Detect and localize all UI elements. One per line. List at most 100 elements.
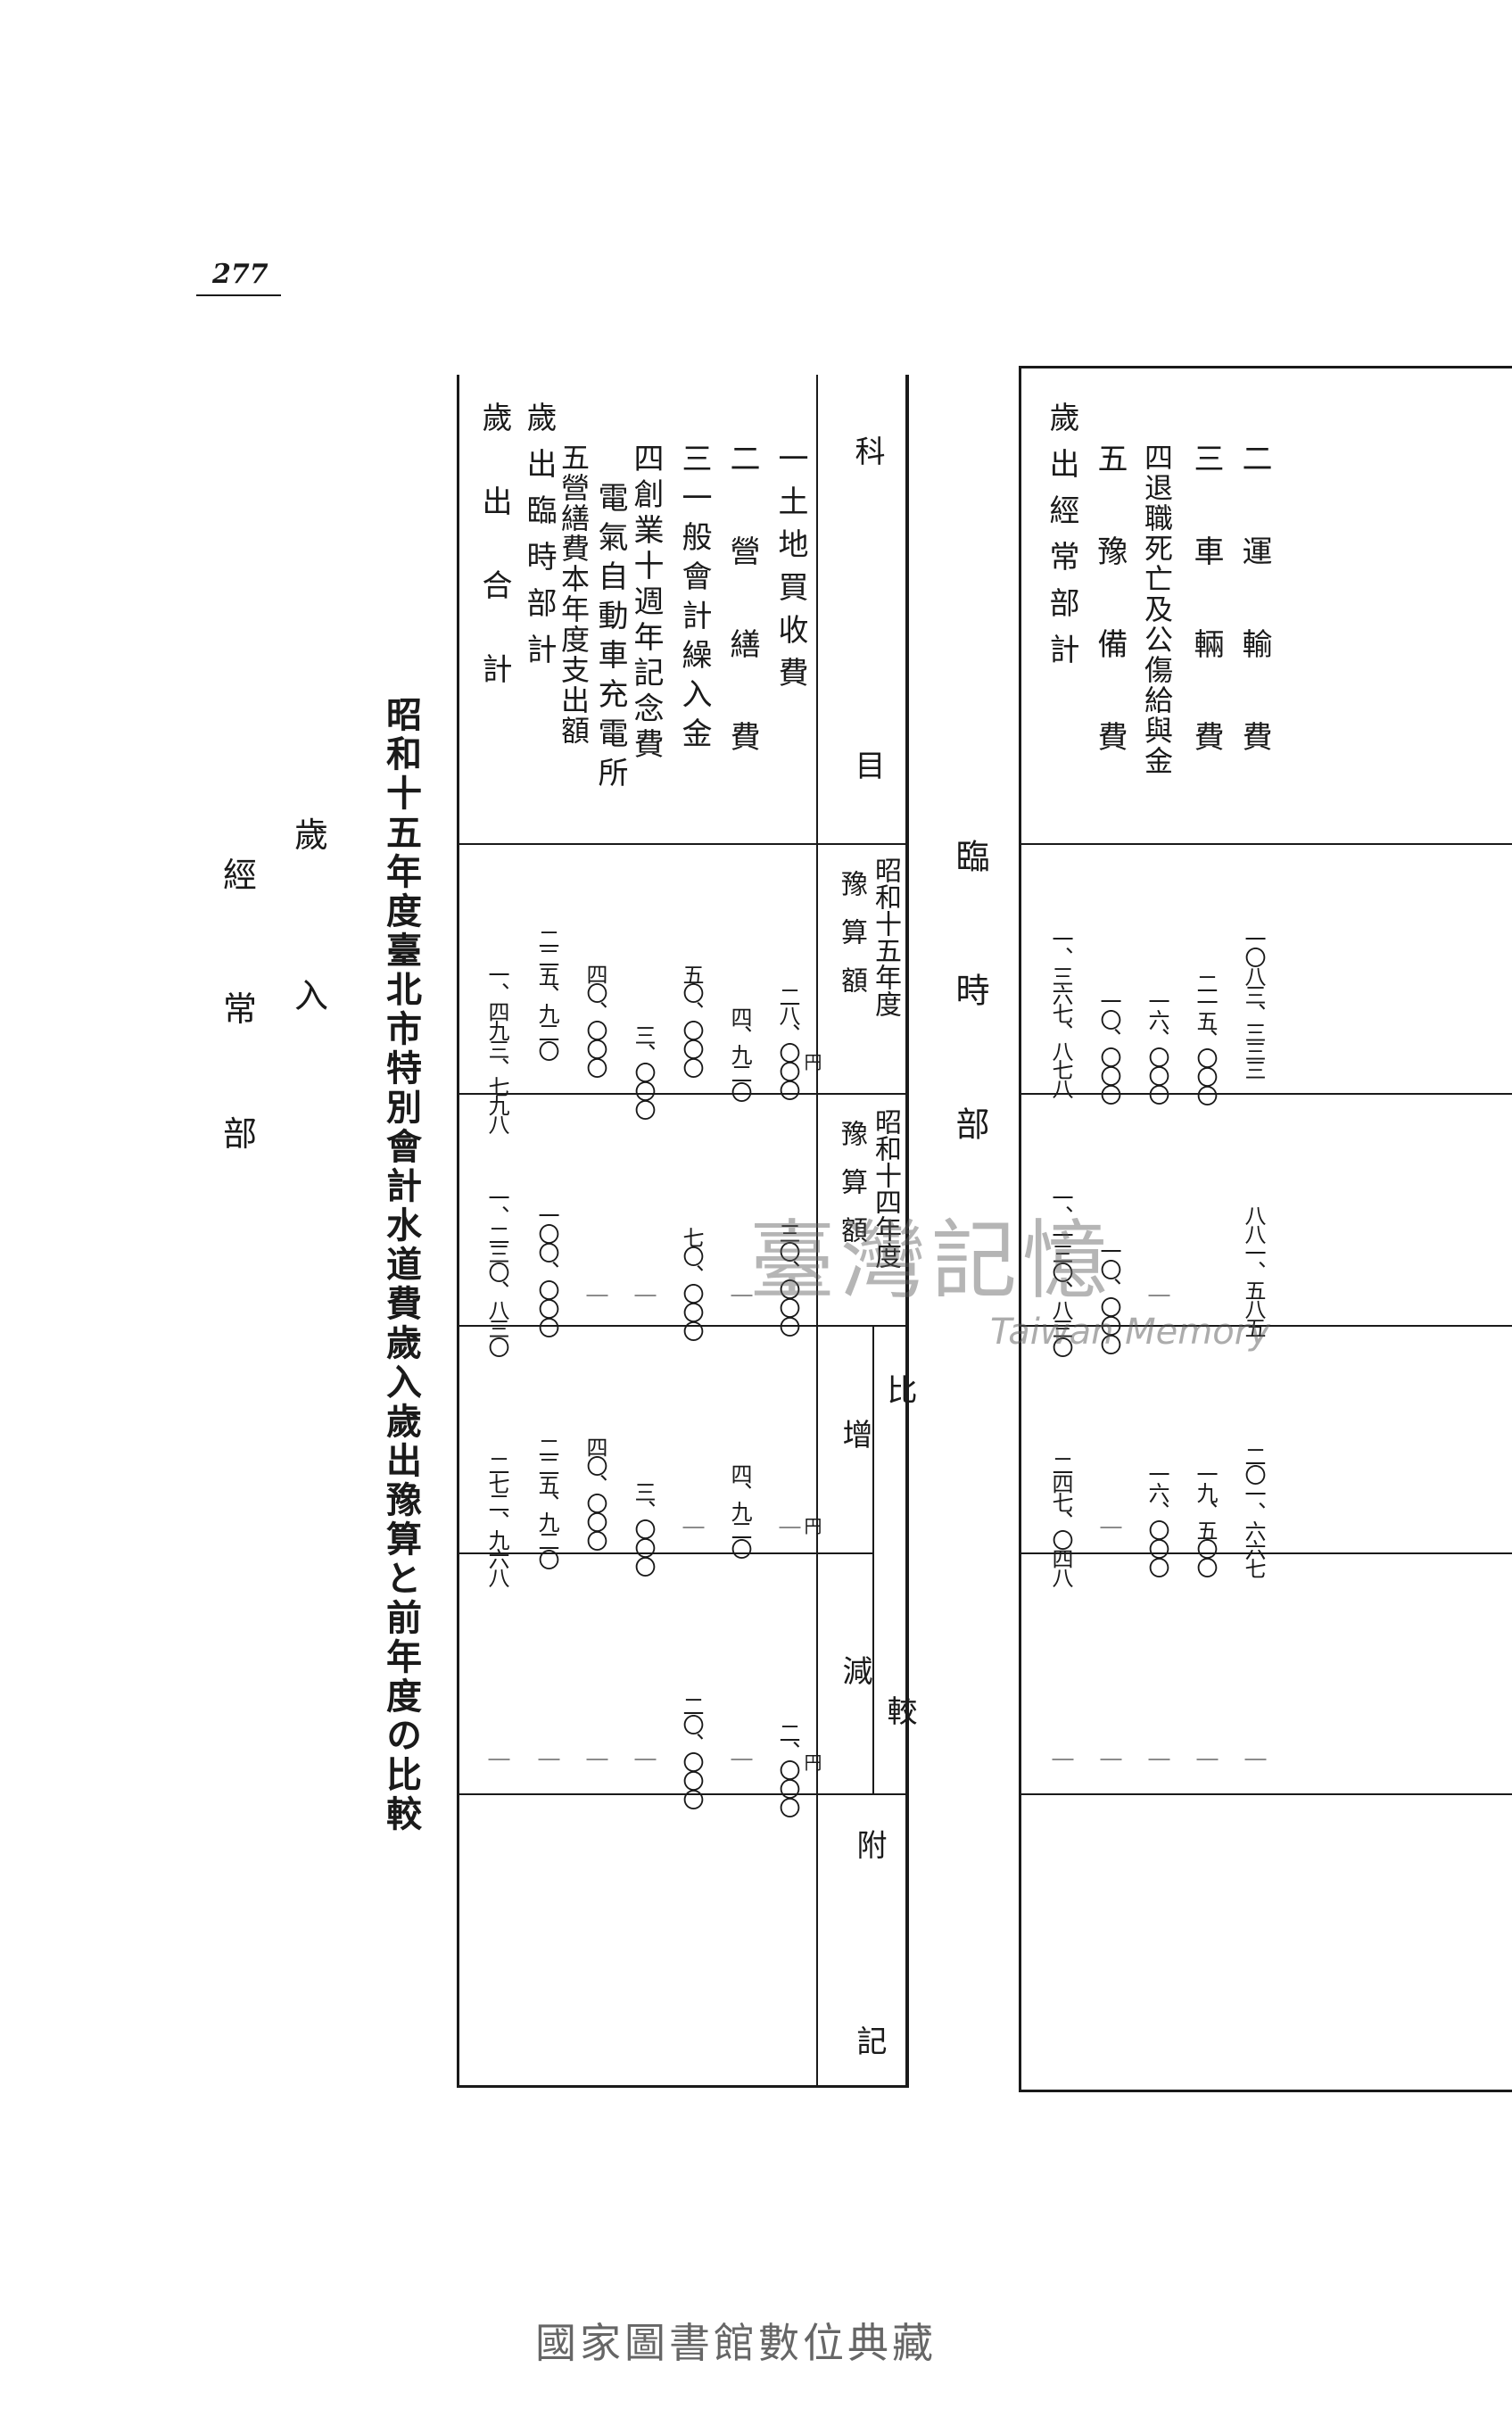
main-table-bottom-border (457, 2085, 909, 2088)
row-decrease: ｜ (582, 1749, 607, 1767)
header-increase: 增 (837, 1419, 872, 1449)
row-label: 五營繕費本年度支出額 (557, 443, 591, 746)
row-increase: ｜ (1096, 1517, 1121, 1536)
row-decrease: ｜ (1241, 1749, 1266, 1767)
row-label: 三一般會計繰入金 (676, 443, 712, 757)
row-label: 二營繕費 (724, 443, 760, 814)
row-decrease: ｜ (727, 1749, 752, 1767)
row-fy14: 八八一、五八五 (1241, 1204, 1266, 1336)
row-label: 三車輛費 (1188, 443, 1224, 814)
row-decrease: ｜ (1048, 1749, 1073, 1767)
row-increase: 二七二、九六八 (484, 1454, 509, 1585)
watermark-logo: 臺灣記憶 (749, 1211, 1113, 1311)
row-decrease: ｜ (631, 1749, 656, 1767)
row-decrease: ｜ (1144, 1749, 1169, 1767)
row-decrease: 二〇、〇〇〇 (679, 1695, 704, 1808)
side-heading-nyu: 入 (294, 976, 329, 1015)
row-label: 四創業十週年記念費 (628, 443, 664, 764)
row-fy15: 五〇、〇〇〇 (679, 964, 704, 1076)
row-increase: 一六、〇〇〇 (1144, 1463, 1169, 1576)
row-increase: 二二五、九二〇 (534, 1436, 559, 1568)
row-decrease: ｜ (1096, 1749, 1121, 1767)
row-fy15: 一六、〇〇〇 (1144, 990, 1169, 1103)
header-fy15-line1: 昭和十五年度 (870, 857, 901, 1017)
row-fy15: 一、四九三、七九八 (484, 964, 509, 1132)
row-label: 二運輸費 (1236, 443, 1272, 814)
row-decrease: 二、〇〇〇 (775, 1722, 800, 1816)
main-table-rule-2 (457, 1093, 907, 1095)
header-fy14-line2: 豫算額 (836, 1120, 867, 1264)
row-fy15: 二一五、〇〇〇 (1193, 973, 1218, 1104)
row-fy14: ｜ (727, 1285, 752, 1304)
row-label: 一土地買收費 (773, 443, 808, 700)
rinji-heading-3: 部 (950, 1106, 989, 1140)
rinji-heading-1: 臨 (950, 839, 989, 873)
row-fy15: 一、三六七、八七八 (1048, 928, 1073, 1097)
main-table-rule-4 (457, 1552, 818, 1554)
row-label: 五豫備費 (1092, 443, 1128, 814)
row-increase: 三、〇〇〇 (631, 1481, 656, 1575)
row-fy14: ｜ (582, 1285, 607, 1304)
comparison-sub-rule (816, 1552, 872, 1554)
row-fy14: 一、二三〇、八三〇 (484, 1187, 509, 1355)
header-kamoku: 科 (849, 435, 885, 466)
row-label-continuation: 電氣自動車充電所 (592, 482, 628, 796)
rinji-heading-2: 時 (950, 973, 989, 1006)
row-label-subtotal: 歲出經常部計 (1044, 402, 1079, 680)
row-label: 四退職死亡及公傷給與金 (1140, 443, 1174, 776)
main-table-left-border (457, 375, 459, 2088)
row-fy14: 一〇〇、〇〇〇 (534, 1204, 559, 1336)
continuation-table-rule-5 (1019, 1793, 1512, 1795)
row-increase: ｜ (775, 1517, 800, 1536)
continuation-table-bottom-border (1019, 2090, 1512, 2092)
continuation-table-rule-2 (1019, 1093, 1512, 1095)
row-increase: 四、九二〇 (727, 1463, 752, 1557)
row-label-total: 歲出合計 (476, 402, 512, 737)
row-increase: 二四七、〇四八 (1048, 1454, 1073, 1585)
continuation-table-rule-1 (1019, 843, 1512, 845)
watermark-english: Taiwan Memory (990, 1312, 1270, 1353)
row-label-subtotal: 歲出臨時部計 (521, 402, 557, 680)
header-fy15-line2: 豫算額 (836, 870, 867, 1014)
continuation-table-left-border (1019, 366, 1021, 2092)
row-fy15: 四〇、〇〇〇 (582, 964, 607, 1076)
comparison-header-divider (872, 1325, 874, 1793)
continuation-table-rule-4 (1019, 1552, 1512, 1554)
row-decrease: ｜ (484, 1749, 509, 1767)
document-title: 昭和十五年度臺北市特別會計水道費歲入歲出豫算と前年度の比較 (380, 696, 422, 1834)
unit-yen: 円 (801, 1053, 822, 1071)
row-fy14: ｜ (1144, 1285, 1169, 1304)
main-table-rule-5 (457, 1793, 907, 1795)
main-table-rule-1 (457, 843, 907, 845)
page-number-rule (196, 294, 281, 296)
unit-yen: 円 (801, 1517, 822, 1535)
side-heading-kei: 經 (223, 856, 258, 895)
unit-yen: 円 (801, 1753, 822, 1771)
header-kaku: 較 (881, 1695, 917, 1726)
row-decrease: ｜ (534, 1749, 559, 1767)
row-fy15: 一〇、〇〇〇 (1096, 990, 1121, 1103)
main-table-rule-3 (457, 1325, 907, 1327)
row-increase: 一九、五〇〇 (1193, 1463, 1218, 1576)
row-fy14: 七〇、〇〇〇 (679, 1227, 704, 1339)
side-heading-sai: 歲 (294, 815, 329, 855)
header-decrease: 減 (837, 1655, 872, 1685)
side-heading-bu: 部 (223, 1114, 258, 1154)
row-fy15: 二八、〇〇〇 (775, 986, 800, 1098)
row-increase: 四〇、〇〇〇 (582, 1436, 607, 1549)
header-ki: 記 (851, 2025, 887, 2056)
row-fy15: 三、〇〇〇 (631, 1024, 656, 1118)
row-fy14: 一〇、〇〇〇 (1096, 1240, 1121, 1353)
header-moku: 目 (849, 749, 885, 780)
header-hi: 比 (881, 1374, 917, 1404)
page-number: 277 (212, 259, 269, 290)
row-fy15: 二二五、九二〇 (534, 928, 559, 1059)
main-table-right-border (905, 375, 909, 2088)
row-fy14: 三〇、〇〇〇 (775, 1222, 800, 1335)
row-increase: ｜ (679, 1517, 704, 1536)
row-increase: 二〇一、六六七 (1241, 1445, 1266, 1577)
row-decrease: ｜ (1193, 1749, 1218, 1767)
row-fy15: 四、九二〇 (727, 1006, 752, 1100)
header-fu: 附 (851, 1829, 887, 1859)
footer-library-credit: 國家圖書館數位典藏 (535, 2319, 937, 2367)
